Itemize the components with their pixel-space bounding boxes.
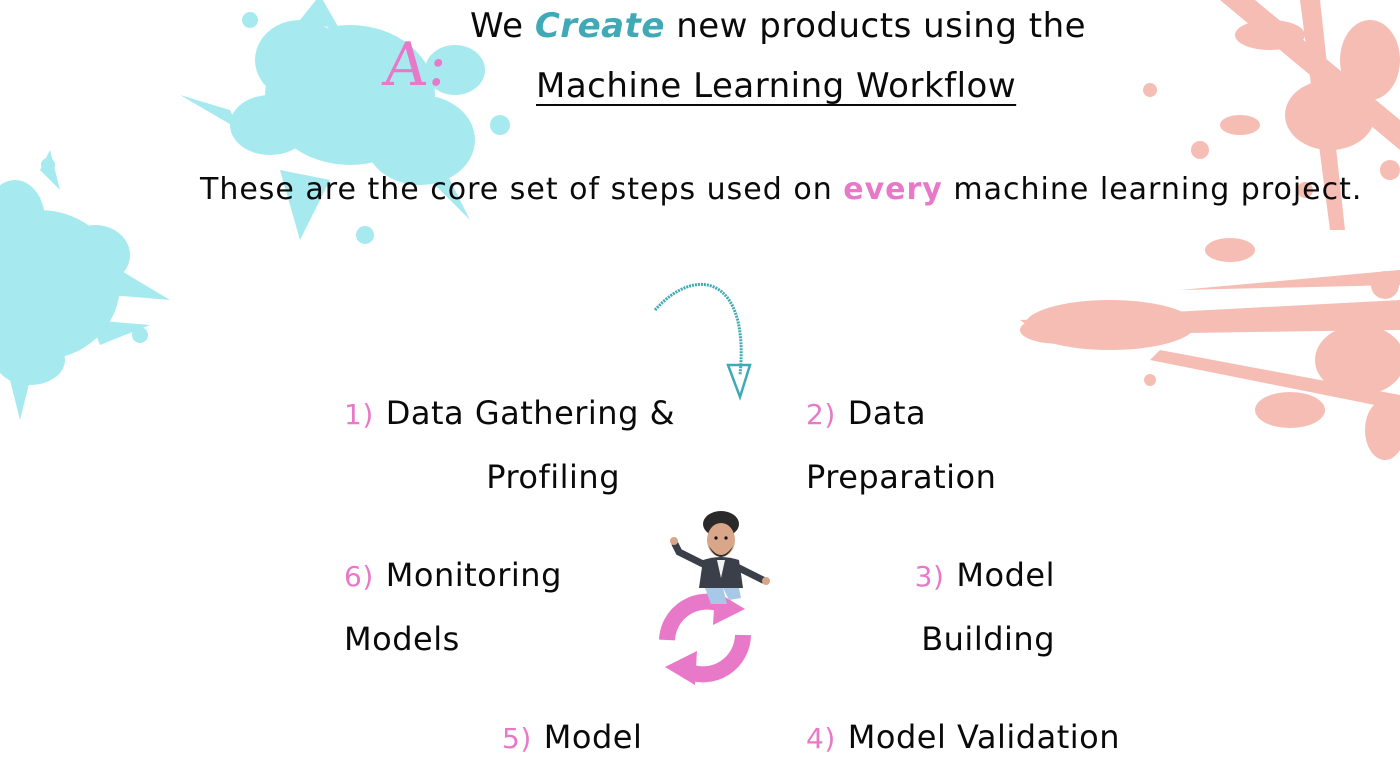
step-number: 4) [806,722,836,755]
step-4: 4) Model Validation [806,706,1120,770]
title-prefix: We [470,6,535,46]
tagline-suffix: machine learning project. [942,172,1363,207]
avatar-icon [670,511,770,604]
step-label-line2: Preparation [806,458,997,496]
step-number: 2) [806,398,836,431]
step-2: 2) Data Preparation [806,382,1056,508]
step-label-line1: Model Validation [847,718,1121,756]
tagline-emphasis: every [843,172,943,207]
title-accent: Create [534,6,665,46]
tagline: These are the core set of steps used on … [200,172,1362,207]
step-number: 5) [502,722,532,755]
step-label-line1: Data Gathering & [385,394,676,432]
step-1: 1) Data Gathering & Profiling [344,382,675,508]
step-label-line1: Data [847,394,927,432]
title-suffix: new products using the [664,6,1087,46]
section-marker: A: [380,30,453,100]
step-label-line1: Model [956,556,1055,594]
curved-arrow-icon [653,283,752,401]
step-5: 5) Model [502,706,642,770]
page-title: We Create new products using the [470,6,1086,46]
step-label-line2: Building [921,620,1055,658]
step-label-line1: Model [543,718,643,756]
step-label-line1: Monitoring [385,556,562,594]
step-6: 6) Monitoring Models [344,544,584,670]
step-number: 1) [344,398,374,431]
step-number: 3) [914,560,945,593]
step-label-line2: Models [344,620,460,658]
workflow-subtitle: Machine Learning Workflow [536,66,1017,106]
tagline-prefix: These are the core set of steps used on [200,172,844,207]
step-number: 6) [344,560,374,593]
step-label-line2: Profiling [486,458,620,496]
step-3: 3) Model Building [860,544,1055,670]
